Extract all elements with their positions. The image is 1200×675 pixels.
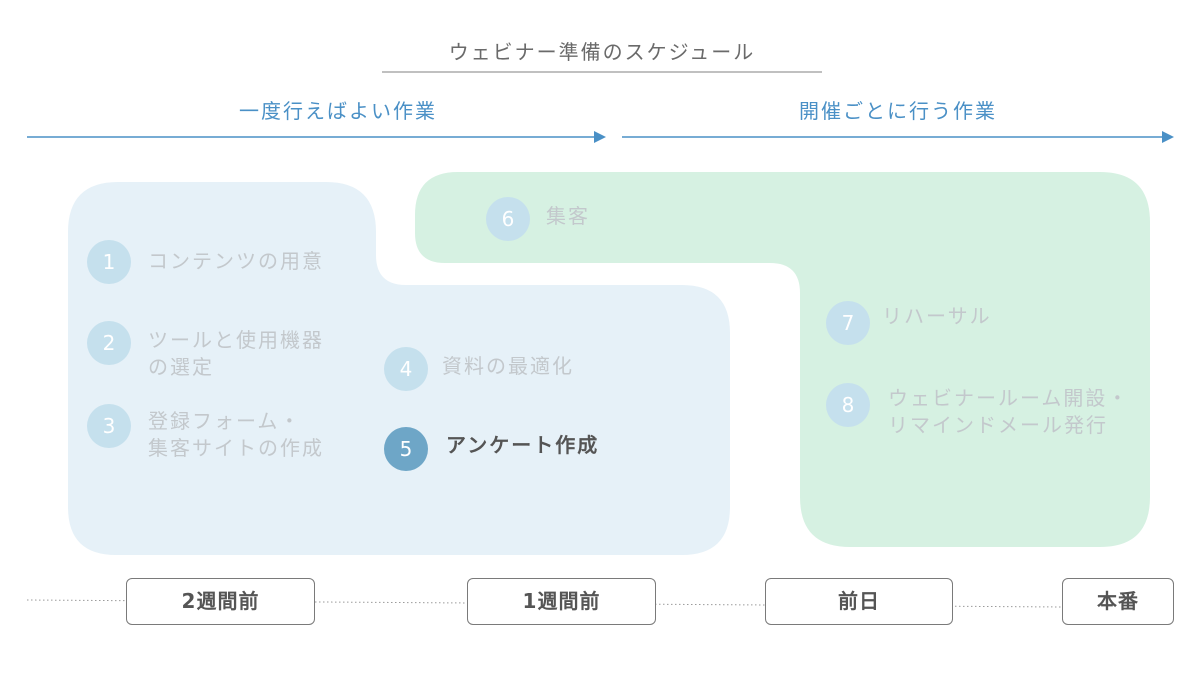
arrow-head [594, 131, 606, 143]
one-time-phase-arrow [27, 131, 606, 143]
task-label-line: 集客 [546, 204, 590, 228]
step-number-badge: 5 [384, 427, 428, 471]
task-label-line: の選定 [148, 355, 214, 379]
timeline-marker-event-day: 本番 [1062, 578, 1174, 625]
task-label: コンテンツの用意 [148, 248, 324, 275]
task-label-line: 登録フォーム・ [148, 409, 302, 433]
timeline-marker-2-weeks-before: 2週間前 [126, 578, 315, 625]
phase-heading-one-time: 一度行えばよい作業 [239, 99, 437, 123]
phase-heading-per-event: 開催ごとに行う作業 [799, 99, 997, 123]
diagram-title: ウェビナー準備のスケジュール [448, 40, 756, 64]
step-number-badge: 4 [384, 347, 428, 391]
step-number-badge: 1 [87, 240, 131, 284]
task-label: アンケート作成 [446, 432, 599, 459]
task-label: ツールと使用機器 の選定 [148, 327, 324, 381]
task-label-line: リマインドメール発行 [888, 413, 1108, 437]
task-label-line: 資料の最適化 [442, 354, 574, 378]
step-number-badge: 8 [826, 383, 870, 427]
step-number-badge: 2 [87, 321, 131, 365]
task-label-line: コンテンツの用意 [148, 249, 324, 273]
task-label: リハーサル [882, 303, 992, 330]
per-event-tasks-area [415, 172, 1150, 547]
task-label-line: リハーサル [882, 304, 992, 328]
task-label: 登録フォーム・ 集客サイトの作成 [148, 408, 324, 462]
task-label: 集客 [546, 203, 590, 230]
arrow-head [1162, 131, 1174, 143]
step-number-badge: 6 [486, 197, 530, 241]
task-label: ウェビナールーム開設・ リマインドメール発行 [888, 385, 1129, 439]
step-number-badge: 3 [87, 404, 131, 448]
timeline-marker-day-before: 前日 [765, 578, 953, 625]
task-label-line: ウェビナールーム開設・ [888, 386, 1130, 410]
step-number-badge: 7 [826, 301, 870, 345]
task-label-line: アンケート作成 [446, 433, 600, 457]
timeline-marker-1-week-before: 1週間前 [467, 578, 656, 625]
task-label-line: ツールと使用機器 [148, 328, 324, 352]
task-label: 資料の最適化 [442, 353, 574, 380]
per-event-phase-arrow [622, 131, 1174, 143]
task-label-line: 集客サイトの作成 [148, 436, 324, 460]
